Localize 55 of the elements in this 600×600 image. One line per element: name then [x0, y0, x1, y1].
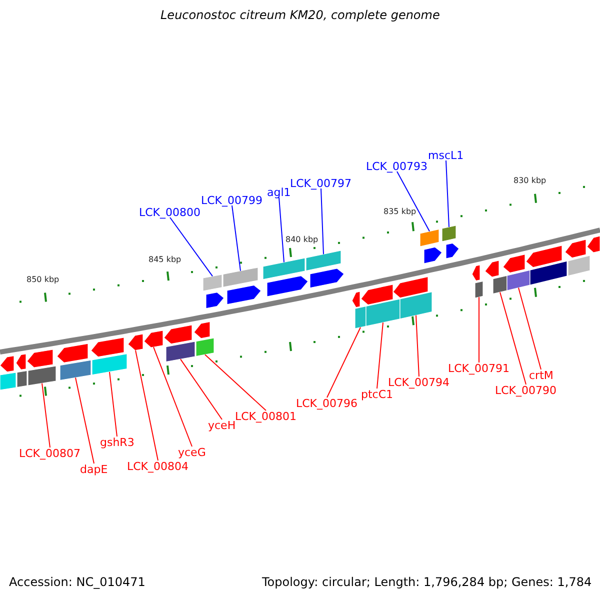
scale-label: 830 kbp [514, 177, 546, 185]
gene-label: LCK_00796 [296, 398, 358, 408]
leader-line [518, 287, 542, 370]
gene-block [60, 360, 92, 381]
title: Leuconostoc citreum KM20, complete genome [160, 9, 440, 21]
leader-line [446, 160, 450, 228]
leader-line [478, 296, 480, 363]
scale-label: 840 kbp [286, 236, 318, 244]
gene-label: dapE [80, 464, 108, 474]
leader-line [326, 326, 361, 398]
leader-line [232, 205, 241, 272]
leader-line [170, 217, 213, 277]
gene-block [166, 341, 196, 362]
gene-block [0, 372, 16, 390]
leader-line [320, 188, 324, 255]
scale-label: 845 kbp [148, 256, 182, 264]
leader-line [376, 322, 384, 389]
leader-line [135, 350, 158, 461]
gene-label: gshR3 [100, 436, 134, 448]
gene-label: yceG [178, 446, 206, 458]
leader-line [204, 354, 266, 411]
scale-label: 835 kbp [384, 208, 416, 216]
leader-line [500, 292, 526, 385]
leader-line [153, 346, 192, 447]
gene-label: LCK_00804 [127, 460, 189, 472]
gene-label: LCK_00799 [201, 194, 263, 206]
gene-label: LCK_00807 [19, 448, 81, 458]
gene-label: agl1 [267, 186, 291, 198]
leader-line [42, 382, 50, 448]
gene-block [92, 353, 128, 376]
gene-block [442, 225, 456, 242]
gene-label: LCK_00801 [235, 410, 297, 422]
gene-label: LCK_00794 [388, 376, 450, 388]
leader-line [396, 171, 430, 232]
gene-label: LCK_00797 [290, 178, 352, 188]
gene-label: yceH [208, 420, 236, 430]
gene-label: LCK_00793 [366, 160, 428, 172]
gene-label: LCK_00790 [495, 384, 557, 396]
gene-label: LCK_00800 [139, 206, 201, 218]
gene-label: LCK_00791 [448, 362, 510, 374]
gene-label: crtM [529, 370, 554, 380]
scale-label: 850 kbp [26, 276, 60, 284]
leader-line [416, 314, 420, 377]
leader-line [278, 197, 284, 263]
footer-text: Accession: NC_010471 [9, 576, 146, 588]
footer-text: Topology: circular; Length: 1,796,284 bp; Genes: 1,784 [262, 576, 592, 588]
gene-label: mscL1 [428, 150, 464, 160]
gene-feature [90, 337, 124, 358]
leader-line [180, 358, 222, 420]
gene-feature [0, 355, 14, 372]
gene-label: ptcC1 [361, 388, 394, 400]
gene-feature [56, 343, 88, 364]
genome-backbone [0, 228, 600, 354]
leader-line [75, 377, 94, 464]
leader-line [109, 371, 118, 437]
